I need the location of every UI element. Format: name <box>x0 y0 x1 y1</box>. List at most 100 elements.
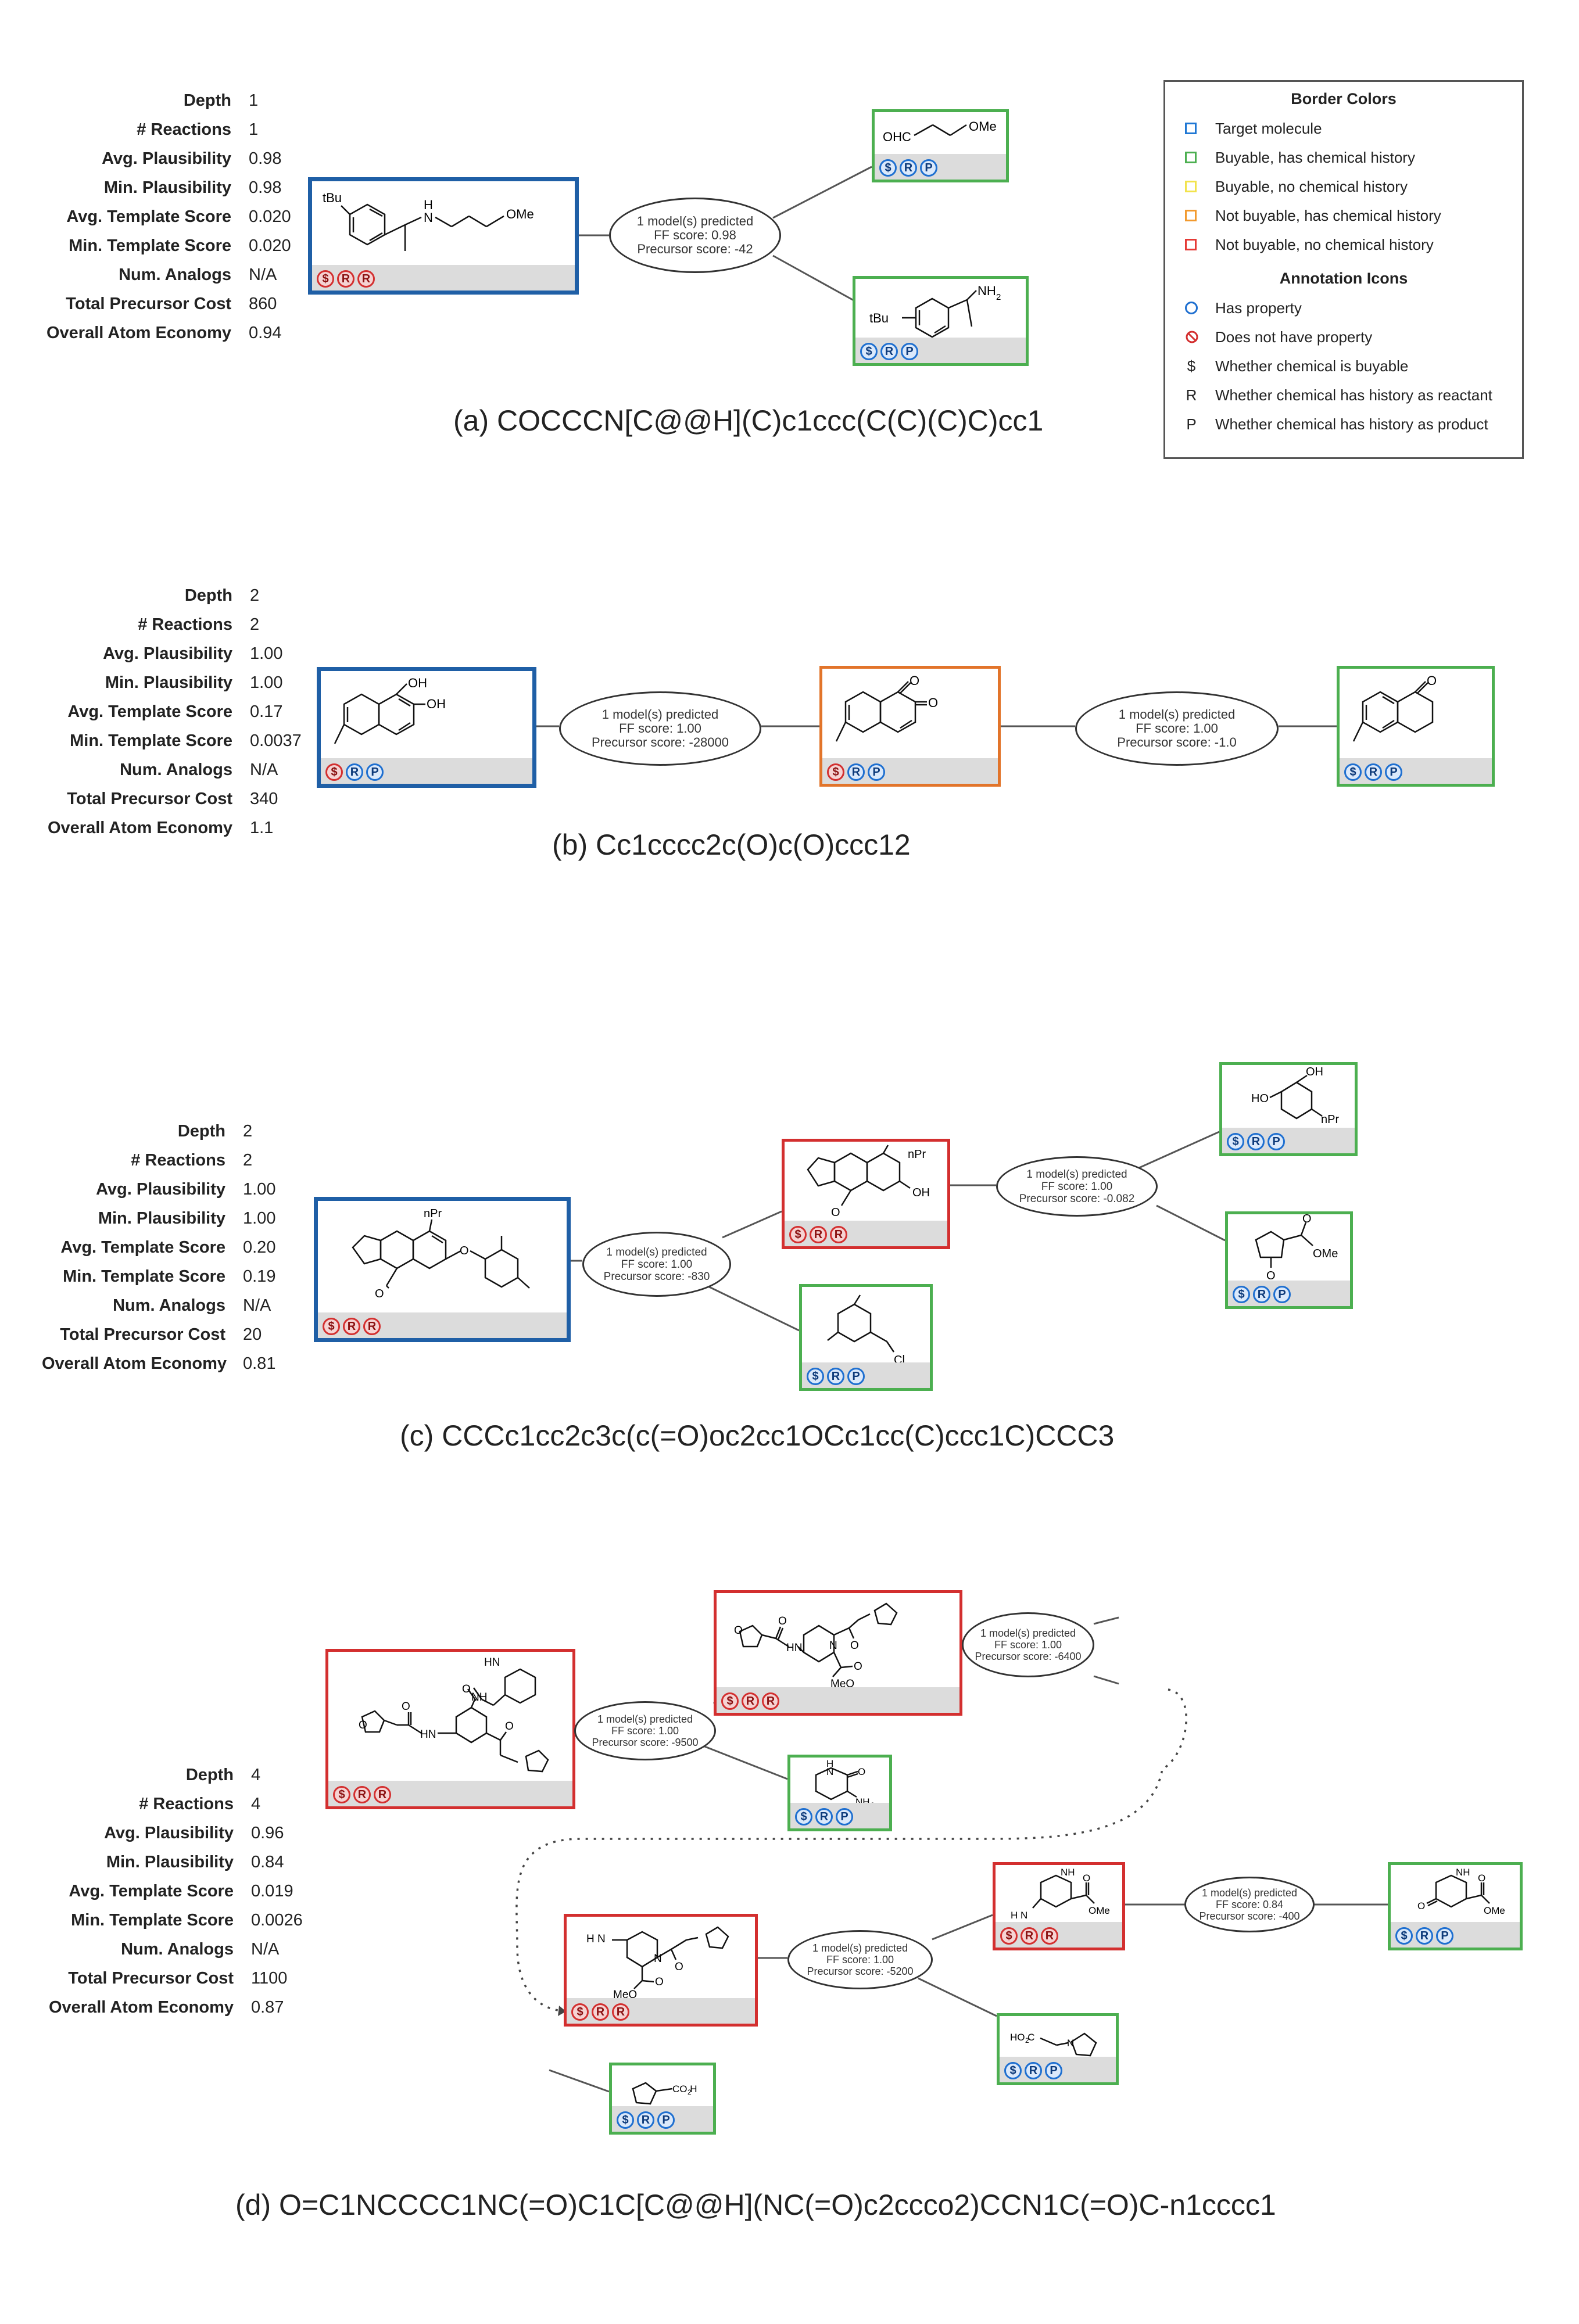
molecule-precursor-d4[interactable]: O CO H 2 $ R P <box>609 2063 716 2135</box>
atom-label: nPr <box>424 1207 442 1220</box>
reaction-node-d3[interactable]: 1 model(s) predicted FF score: 0.84 Prec… <box>1184 1877 1315 1932</box>
molecule-precursor-b[interactable]: O $ R P <box>1337 666 1495 787</box>
product-history-icon: P <box>1436 1927 1453 1945</box>
annotation-icons: $ R R <box>333 1786 391 1803</box>
molecule-target-a[interactable]: tBu H N OMe $ R R <box>308 177 579 295</box>
annotation-icons: $ R P <box>617 2111 675 2129</box>
reaction-node-c2[interactable]: 1 model(s) predicted FF score: 1.00 Prec… <box>996 1156 1158 1217</box>
molecule-precursor-d3[interactable]: HO C 2 N $ R P <box>997 2013 1119 2085</box>
atom-label: NH <box>1456 1867 1470 1878</box>
structure-precursor-c1: Cl <box>827 1294 905 1367</box>
atom-label: O <box>778 1615 787 1627</box>
molecule-precursor-d2[interactable]: NH O O OMe $ R P <box>1388 1862 1523 1950</box>
annotation-icons: $ R R <box>721 1692 779 1710</box>
atom-label: nPr <box>908 1148 926 1161</box>
reactant-history-icon: R <box>742 1692 759 1710</box>
reactant-history-icon: R <box>592 2003 609 2021</box>
atom-label: MeO <box>613 1989 637 2001</box>
reactant-history-icon: R <box>1416 1927 1433 1945</box>
reactant-history-icon: R <box>346 763 363 781</box>
reaction-node-d4[interactable]: 1 model(s) predicted FF score: 1.00 Prec… <box>787 1930 933 1989</box>
reaction-node-a[interactable]: 1 model(s) predicted FF score: 0.98 Prec… <box>609 198 781 273</box>
atom-label: O <box>850 1640 859 1652</box>
atom-label: O <box>462 1683 471 1695</box>
atom-label: N <box>424 210 433 225</box>
product-history-icon: P <box>868 763 885 781</box>
annotation-icons: $ R P <box>807 1368 865 1385</box>
molecule-target-c[interactable]: nPr O O $ R R <box>314 1197 571 1342</box>
legend-border-item: Buyable, no chemical history <box>1165 172 1522 201</box>
annotation-icons: $ R P <box>1004 2062 1062 2079</box>
product-history-icon: P <box>847 1368 865 1385</box>
reaction-node-c1[interactable]: 1 model(s) predicted FF score: 1.00 Prec… <box>582 1232 731 1297</box>
atom-label: N <box>1067 2038 1074 2049</box>
structure-precursor-d1: H N O NH 2 <box>815 1758 875 1809</box>
atom-label: tBu <box>869 311 889 325</box>
molecule-intermediate-c[interactable]: nPr OH O $ R R <box>782 1139 950 1249</box>
reactant-history-icon: R <box>880 343 898 360</box>
atom-label: O <box>675 1961 683 1973</box>
molecule-intermediate-d1[interactable]: O O HN N O O MeO $ R R <box>714 1590 962 1716</box>
annotation-icons: $ R P <box>1344 763 1402 781</box>
product-history-icon: R <box>374 1786 391 1803</box>
atom-label: OH <box>427 697 446 711</box>
structure-precursor-d3: HO C 2 N <box>1010 2032 1097 2057</box>
annotation-icons: $ R P <box>795 1808 853 1826</box>
molecule-precursor-c3[interactable]: O OMe O $ R P <box>1225 1211 1353 1309</box>
atom-label: OH <box>408 676 427 690</box>
atom-label: MeO <box>830 1678 854 1690</box>
legend-item-no-property: Does not have property <box>1165 322 1522 352</box>
reaction-node-d1[interactable]: 1 model(s) predicted FF score: 1.00 Prec… <box>574 1701 716 1760</box>
reactant-history-icon: R <box>1247 1133 1265 1150</box>
atom-label: NH <box>1061 1867 1075 1878</box>
atom-label: O <box>928 695 938 710</box>
molecule-precursor-a2[interactable]: tBu NH 2 $ R P <box>853 276 1029 366</box>
buyable-icon: $ <box>721 1692 739 1710</box>
annotation-icons: $ R R <box>1000 1927 1058 1945</box>
atom-label: H <box>424 198 433 212</box>
molecule-precursor-a1[interactable]: OHC OMe $ R P <box>872 109 1009 182</box>
reaction-node-b1[interactable]: 1 model(s) predicted FF score: 1.00 Prec… <box>559 691 761 766</box>
molecule-target-d[interactable]: HN O NH HN O O O $ R R <box>325 1649 575 1809</box>
annotation-icons: $ R R <box>323 1318 381 1335</box>
r-icon: R <box>1186 386 1197 404</box>
atom-label: O <box>1478 1873 1485 1884</box>
annotation-icons: $ R P <box>325 763 384 781</box>
reactant-history-icon: R <box>1021 1927 1038 1945</box>
legend-border-item: Not buyable, has chemical history <box>1165 201 1522 230</box>
color-swatch-icon <box>1185 210 1197 221</box>
product-history-icon: P <box>1268 1133 1285 1150</box>
structure-precursor-a1: OHC OMe <box>883 119 997 144</box>
structure-target-a: tBu H N OMe <box>323 191 534 251</box>
molecule-target-b[interactable]: OH OH $ R P <box>317 667 536 788</box>
reactant-history-icon: R <box>1365 763 1382 781</box>
molecule-precursor-c2[interactable]: OH HO nPr $ R P <box>1219 1062 1358 1156</box>
structure-target-d: HN O NH HN O O O <box>359 1656 549 1773</box>
buyable-icon: $ <box>325 763 343 781</box>
color-swatch-icon <box>1185 239 1197 250</box>
structure-intermediate-b: O O <box>835 673 938 742</box>
molecule-intermediate-d2[interactable]: H N N O O MeO $ R R <box>564 1914 758 2027</box>
buyable-icon: $ <box>1000 1927 1018 1945</box>
atom-label: OMe <box>1089 1905 1110 1916</box>
atom-label: H <box>826 1758 833 1769</box>
molecule-precursor-c1[interactable]: Cl $ R P <box>799 1284 933 1391</box>
molecule-intermediate-b[interactable]: O O $ R P <box>819 666 1001 787</box>
molecule-intermediate-d3[interactable]: NH O H N OMe $ R R <box>993 1862 1125 1950</box>
reaction-node-d2[interactable]: 1 model(s) predicted FF score: 1.00 Prec… <box>962 1612 1094 1677</box>
atom-label: H N <box>586 1933 606 1945</box>
buyable-icon: $ <box>1344 763 1362 781</box>
atom-label: O <box>1417 1900 1425 1911</box>
annotation-icons: $ R R <box>571 2003 629 2021</box>
product-history-icon: R <box>1041 1927 1058 1945</box>
molecule-precursor-d1[interactable]: H N O NH 2 $ R P <box>787 1755 892 1831</box>
structure-precursor-d4: O CO H 2 <box>629 2082 697 2112</box>
reaction-node-b2[interactable]: 1 model(s) predicted FF score: 1.00 Prec… <box>1075 691 1279 766</box>
buyable-icon: $ <box>879 159 897 177</box>
product-history-icon: R <box>612 2003 629 2021</box>
legend-border-item: Target molecule <box>1165 114 1522 143</box>
buyable-icon: $ <box>795 1808 812 1826</box>
